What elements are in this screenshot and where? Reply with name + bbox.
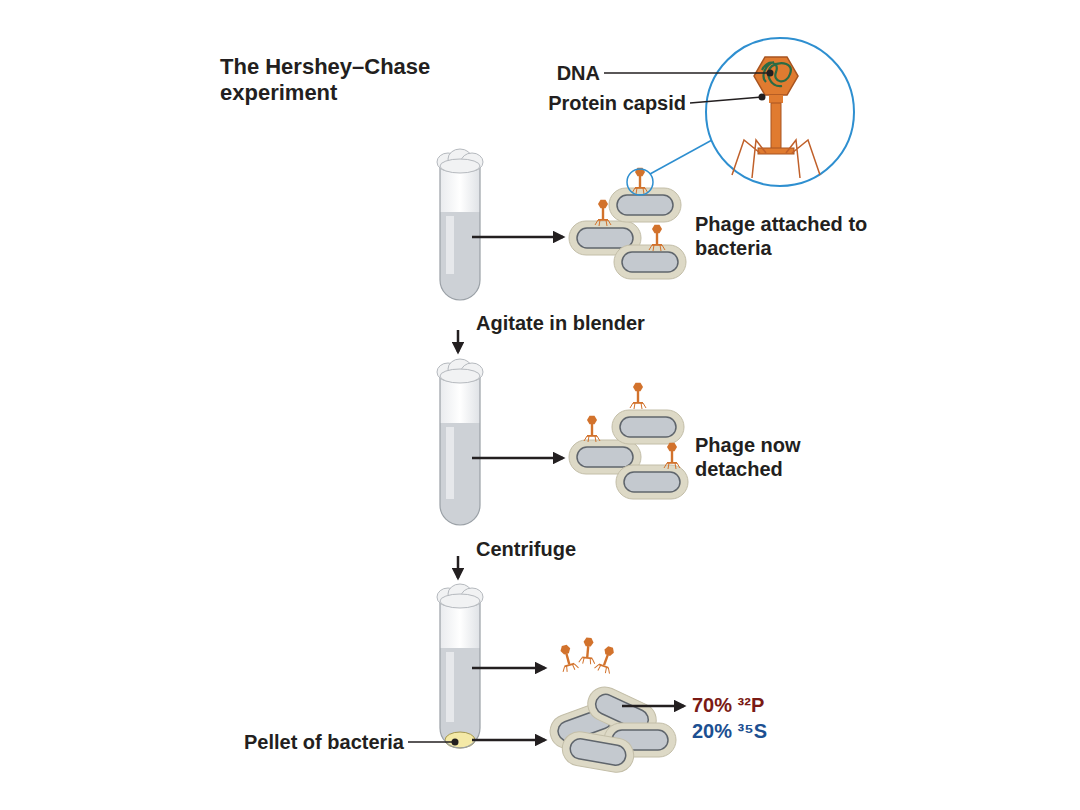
tube-glass [440, 378, 480, 525]
pointer-arrow [472, 457, 563, 460]
step-arrow [457, 556, 460, 578]
part-label: Protein capsid [500, 91, 686, 115]
tube-stopper [437, 584, 483, 608]
phage [584, 416, 600, 442]
tube-shine [446, 652, 454, 722]
part-label: DNA [500, 61, 600, 85]
part-label: Pellet of bacteria [200, 730, 404, 754]
pointer-arrow [472, 667, 545, 670]
tube-glass [440, 603, 480, 748]
result-value: 70% ³²P [692, 693, 812, 717]
phage-detail [732, 57, 820, 178]
phage [579, 637, 597, 665]
tube-stopper [437, 359, 483, 383]
phage [632, 168, 648, 194]
phage [630, 383, 646, 409]
zoom-marker [627, 169, 653, 195]
tube-liquid [440, 212, 480, 300]
test-tube [437, 149, 483, 300]
pointer-arrow [472, 739, 545, 742]
pointer-arrow [622, 705, 684, 708]
tube-liquid [440, 648, 480, 748]
phage [649, 225, 665, 251]
title: The Hershey–Chase experiment [220, 54, 460, 107]
bacterium [560, 729, 637, 775]
step-label: Phage now detached [695, 433, 885, 481]
test-tube [437, 584, 483, 748]
zoom-line [650, 140, 712, 174]
tube-glass [440, 168, 480, 300]
bacterium [612, 410, 684, 444]
tube-shine [446, 427, 454, 499]
tube-outline [440, 603, 480, 748]
leader-line [604, 72, 770, 74]
leader-dot [759, 94, 766, 101]
phage [556, 643, 578, 673]
bacterium [614, 245, 686, 279]
step-label: Phage attached to bacteria [695, 212, 885, 260]
tube-liquid [440, 423, 480, 525]
pointer-arrow [472, 236, 563, 239]
leader-line [690, 97, 762, 103]
tube-outline [440, 168, 480, 300]
phage [594, 644, 618, 674]
step-label: Centrifuge [476, 537, 636, 561]
test-tube [437, 359, 483, 525]
tube-shine [446, 216, 454, 274]
step-label: Agitate in blender [476, 311, 696, 335]
phage [595, 200, 611, 226]
phage [664, 443, 680, 469]
leader-dot [767, 70, 774, 77]
leader-dot [452, 739, 459, 746]
bacterium [609, 188, 681, 222]
leader-line [408, 741, 455, 743]
bacterium [616, 465, 688, 499]
zoom-circle [706, 38, 854, 186]
step-arrow [457, 330, 460, 352]
result-value: 20% ³⁵S [692, 719, 812, 743]
tube-stopper [437, 149, 483, 173]
tube-outline [440, 378, 480, 525]
